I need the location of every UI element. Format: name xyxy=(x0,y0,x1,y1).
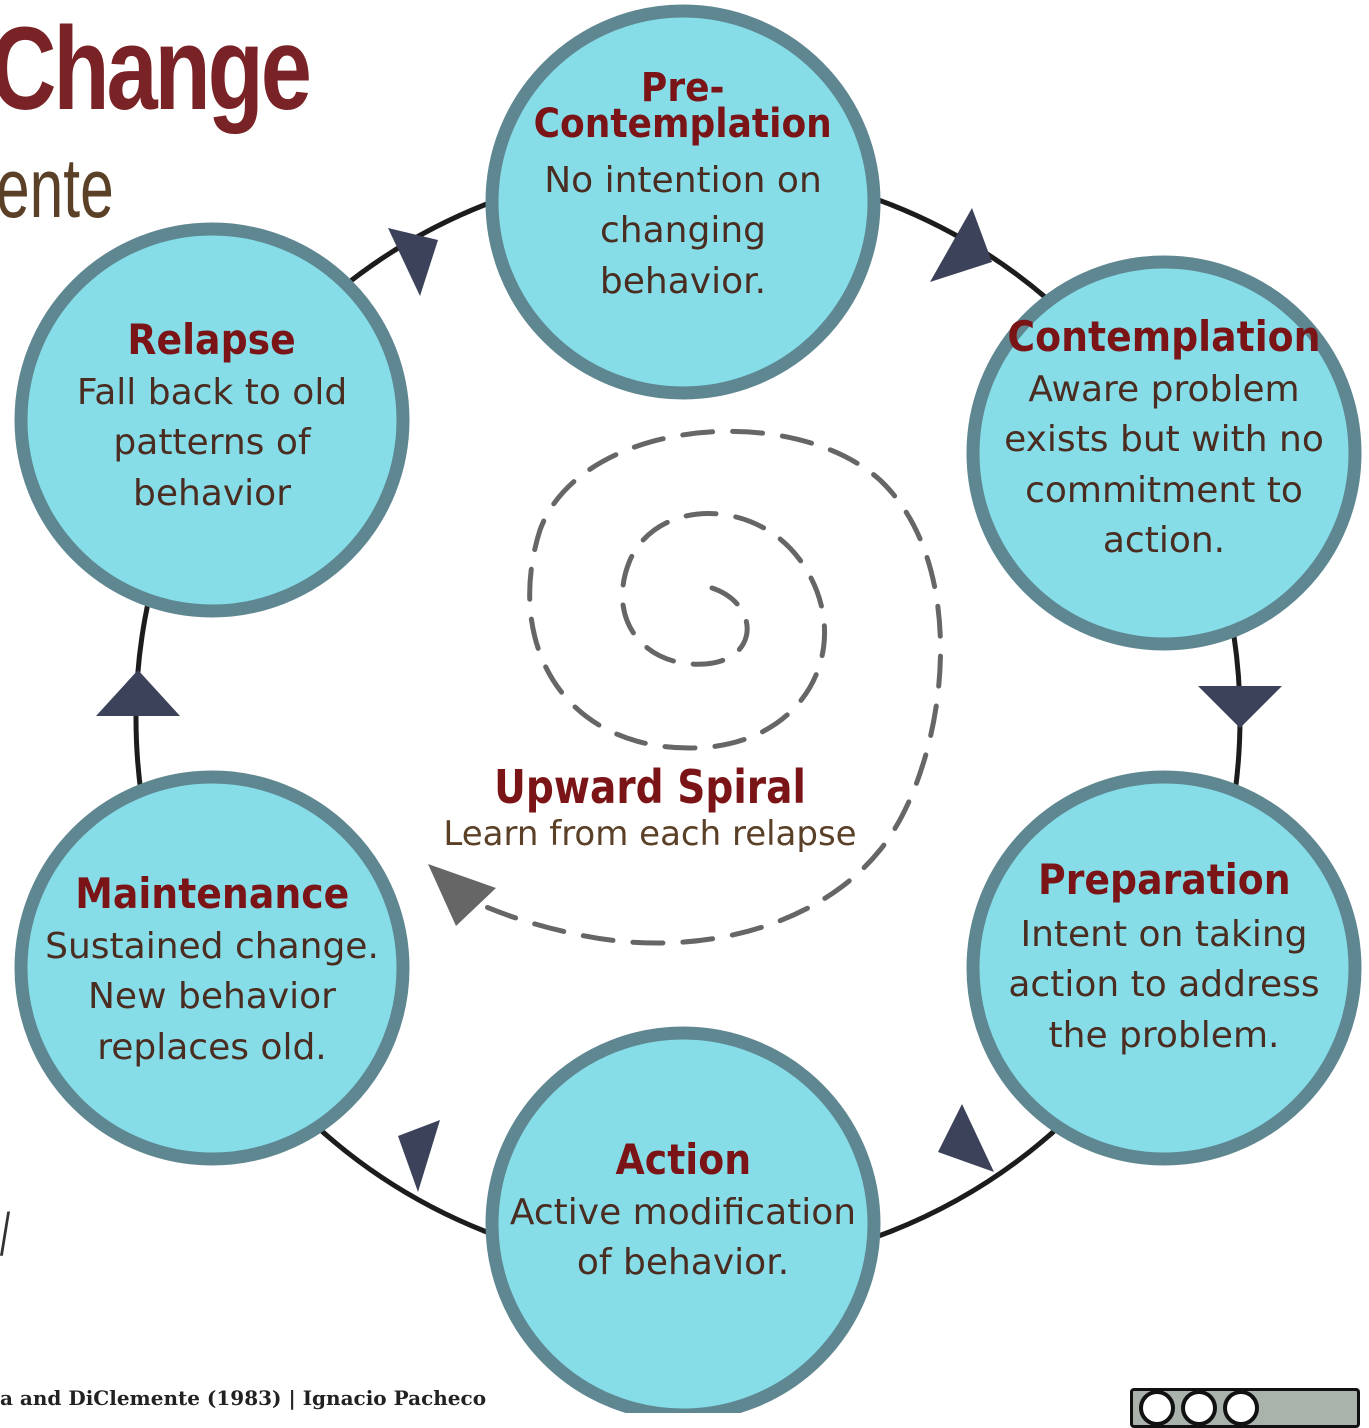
circle-action xyxy=(485,1026,881,1413)
cc-icon xyxy=(1139,1390,1175,1426)
circle-preparation xyxy=(966,770,1362,1166)
stage-preparation: Preparation Intent on taking action to a… xyxy=(990,855,1338,1098)
spiral-arrowhead xyxy=(428,864,496,926)
stage-description: No intention on changing behavior. xyxy=(544,160,822,302)
spiral-path xyxy=(457,428,943,946)
stage-description: Aware problem exists but with no commitm… xyxy=(1004,369,1324,562)
circle-relapse xyxy=(14,222,410,618)
stage-description: Sustained change. New behavior replaces … xyxy=(45,926,379,1068)
circle-precontemplation xyxy=(485,4,881,400)
stage-action: Action Active modification of behavior. xyxy=(500,1135,866,1318)
arrow-relapse-to-precontemplation xyxy=(388,228,438,296)
nc-icon xyxy=(1223,1390,1259,1426)
arrow-maintenance-to-relapse xyxy=(96,670,180,716)
arrow-precontemplation-to-contemplation xyxy=(930,208,992,282)
stage-name: Contemplation xyxy=(1007,312,1321,361)
cc-license-badge xyxy=(1130,1388,1360,1428)
stage-description: Active modification of behavior. xyxy=(509,1192,857,1284)
stage-description: Fall back to old patterns of behavior xyxy=(76,372,348,514)
stage-name: Relapse xyxy=(127,315,297,364)
circle-contemplation xyxy=(966,255,1362,651)
stage-name: Preparation xyxy=(1037,855,1291,904)
stage-maintenance: Maintenance Sustained change. New behavi… xyxy=(30,869,394,1092)
stage-name: Action xyxy=(615,1135,751,1184)
spiral-title: Upward Spiral xyxy=(494,760,806,814)
stage-contemplation: Contemplation Aware problem exists but w… xyxy=(990,312,1338,595)
citation: a and DiClemente (1983) | Ignacio Pachec… xyxy=(0,1386,487,1410)
arrow-contemplation-to-preparation xyxy=(1198,686,1282,728)
stage-name: Maintenance xyxy=(74,869,350,918)
stage-relapse: Relapse Fall back to old patterns of beh… xyxy=(40,315,384,538)
spiral-subtitle: Learn from each relapse xyxy=(443,814,857,854)
arrow-action-to-maintenance xyxy=(398,1120,440,1192)
stray-glyph: / xyxy=(0,1201,11,1268)
stage-name: Pre- Contemplation xyxy=(533,65,833,147)
page-title: Change xyxy=(0,3,312,135)
stage-precontemplation: Pre- Contemplation No intention on chang… xyxy=(500,65,866,350)
circle-maintenance xyxy=(14,770,410,1166)
by-icon xyxy=(1181,1390,1217,1426)
stage-description: Intent on taking action to address the p… xyxy=(1008,914,1320,1056)
page-subtitle: ente xyxy=(0,141,114,235)
arrow-preparation-to-action xyxy=(938,1104,994,1172)
